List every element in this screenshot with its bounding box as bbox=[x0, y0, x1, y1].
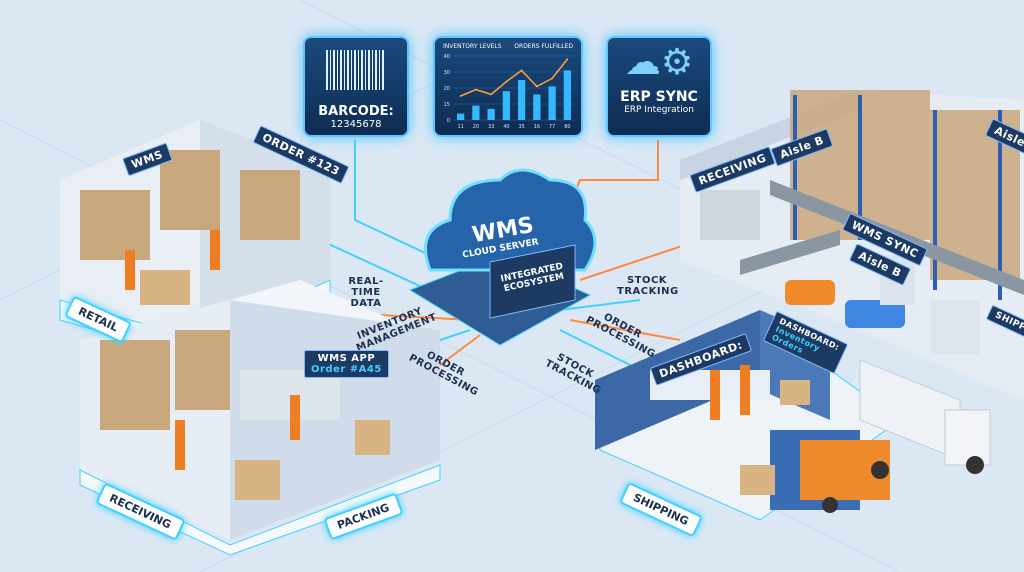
wms-app-title: WMS APP bbox=[317, 353, 376, 364]
retail-zone bbox=[58, 120, 332, 361]
barcode-panel: BARCODE: 12345678 bbox=[303, 36, 409, 137]
barcode-value: 12345678 bbox=[330, 119, 382, 130]
x-tick-label: 20 bbox=[473, 124, 479, 130]
erp-subtitle: ERP Integration bbox=[624, 105, 694, 115]
chart-panel: INVENTORY LEVELS ORDERS FULFILLED 0 15 20 30… bbox=[433, 36, 583, 137]
legend-inventory: INVENTORY LEVELS bbox=[443, 43, 502, 50]
x-tick-label: 77 bbox=[549, 124, 555, 130]
y-tick-label: 30 bbox=[444, 70, 450, 76]
x-tick-label: 80 bbox=[564, 124, 570, 130]
line-point bbox=[475, 88, 477, 91]
x-tick-label: 16 bbox=[534, 124, 540, 130]
wms-app-order: Order #A45 bbox=[311, 364, 382, 375]
bar bbox=[487, 108, 495, 120]
y-tick-label: 40 bbox=[444, 54, 450, 60]
bar bbox=[502, 91, 510, 120]
y-tick-label: 0 bbox=[447, 118, 450, 124]
bar bbox=[518, 80, 526, 120]
wms-cloud-server bbox=[408, 168, 597, 346]
flow-label-realtime: REAL-TIME DATA bbox=[348, 276, 384, 309]
erp-title: ERP SYNC bbox=[620, 89, 698, 105]
flow-label-stock-right: STOCK TRACKING bbox=[617, 275, 679, 297]
line-point bbox=[505, 80, 508, 83]
x-tick-label: 40 bbox=[503, 124, 509, 130]
line-point bbox=[551, 77, 553, 80]
barcode-icon bbox=[326, 50, 386, 90]
line-point bbox=[459, 95, 462, 97]
barcode-title: BARCODE: bbox=[318, 104, 394, 119]
line-point bbox=[566, 58, 569, 60]
bar bbox=[563, 70, 571, 120]
cloud-gear-icon: ☁⚙ bbox=[624, 42, 694, 83]
bar bbox=[457, 113, 465, 120]
x-tick-label: 33 bbox=[488, 124, 494, 130]
line-point bbox=[520, 69, 523, 72]
bar bbox=[472, 105, 480, 120]
erp-panel: ☁⚙ ERP SYNC ERP Integration bbox=[606, 36, 712, 137]
legend-orders: ORDERS FULFILLED bbox=[514, 43, 573, 50]
x-tick-label: 35 bbox=[518, 124, 524, 130]
bar bbox=[533, 94, 541, 120]
delivery-truck bbox=[800, 359, 991, 513]
orders-line bbox=[460, 58, 569, 97]
x-tick-label: 11 bbox=[457, 124, 463, 130]
line-point bbox=[490, 93, 492, 96]
y-tick-label: 20 bbox=[444, 86, 450, 92]
line-point bbox=[536, 85, 538, 88]
y-tick-label: 15 bbox=[444, 102, 450, 108]
inventory-chart: 0 15 20 30 40 11 20 33 40 35 16 77 80 bbox=[444, 54, 575, 130]
bar bbox=[548, 86, 556, 120]
